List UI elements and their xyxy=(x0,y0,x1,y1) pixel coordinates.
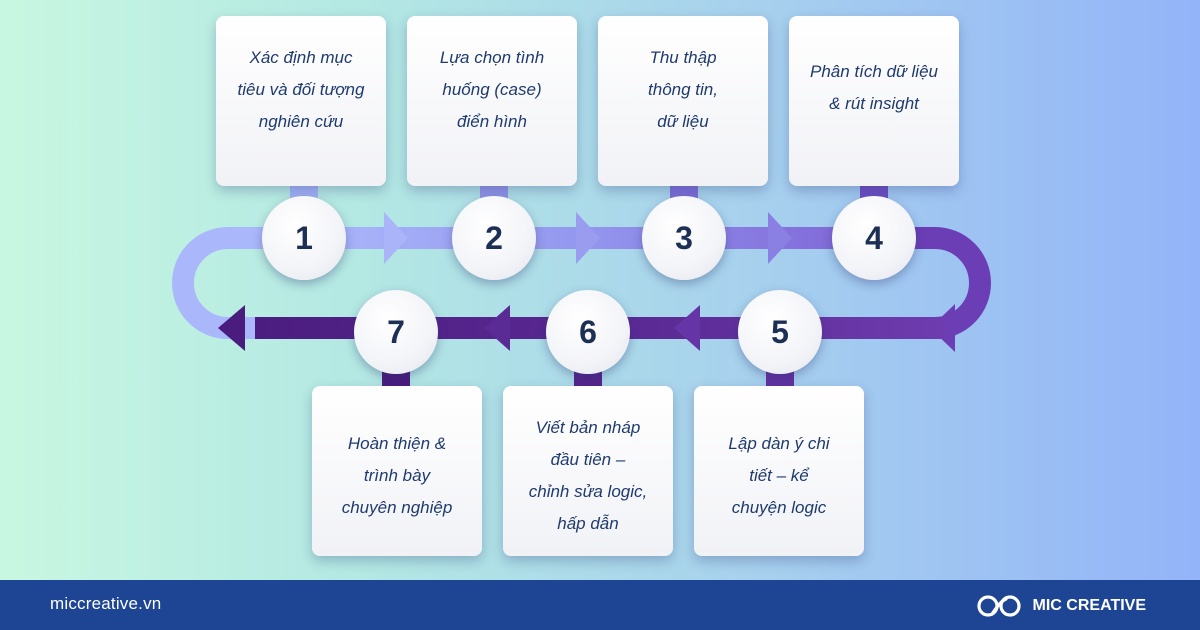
website-link[interactable]: miccreative.vn xyxy=(50,594,162,613)
step-6-number: 6 xyxy=(546,290,630,374)
step-7-text: Hoàn thiện & trình bày chuyên nghiệp xyxy=(341,434,453,517)
step-3-card: Thu thập thông tin, dữ liệu xyxy=(598,16,768,186)
step-7-card: Hoàn thiện & trình bày chuyên nghiệp xyxy=(312,386,482,556)
brand-logo: MIC CREATIVE xyxy=(975,593,1146,619)
arrowhead-3-4 xyxy=(768,212,792,264)
step-7-number: 7 xyxy=(354,290,438,374)
arrowhead-6-7 xyxy=(484,305,510,351)
step-1-text: Xác định mục tiêu và đối tượng nghiên cứ… xyxy=(237,48,365,131)
step-2-card: Lựa chọn tình huống (case) điển hình xyxy=(407,16,577,186)
step-4-number: 4 xyxy=(832,196,916,280)
step-1-number: 1 xyxy=(262,196,346,280)
step-5-card: Lập dàn ý chi tiết – kể chuyện logic xyxy=(694,386,864,556)
arrowhead-2-3 xyxy=(576,212,600,264)
footer-bar: miccreative.vn MIC CREATIVE xyxy=(0,580,1200,630)
step-6-card: Viết bản nháp đầu tiên – chỉnh sửa logic… xyxy=(503,386,673,556)
arrowhead-5-6 xyxy=(674,305,700,351)
brand-name: MIC CREATIVE xyxy=(1032,597,1146,614)
left-loop-arrow xyxy=(172,227,262,339)
right-loop-arrow xyxy=(905,227,991,339)
step-5-number: 5 xyxy=(738,290,822,374)
step-6-text: Viết bản nháp đầu tiên – chỉnh sửa logic… xyxy=(528,418,648,533)
step-1-card: Xác định mục tiêu và đối tượng nghiên cứ… xyxy=(216,16,386,186)
arrowhead-1-2 xyxy=(384,212,408,264)
arrowhead-start xyxy=(218,305,245,351)
step-5-text: Lập dàn ý chi tiết – kể chuyện logic xyxy=(728,434,830,517)
step-4-card: Phân tích dữ liệu & rút insight xyxy=(789,16,959,186)
step-4-text: Phân tích dữ liệu & rút insight xyxy=(810,62,938,113)
step-3-text: Thu thập thông tin, dữ liệu xyxy=(648,48,718,131)
step-3-number: 3 xyxy=(642,196,726,280)
step-2-text: Lựa chọn tình huống (case) điển hình xyxy=(439,48,545,131)
step-2-number: 2 xyxy=(452,196,536,280)
mic-creative-logo-icon xyxy=(976,595,1021,617)
